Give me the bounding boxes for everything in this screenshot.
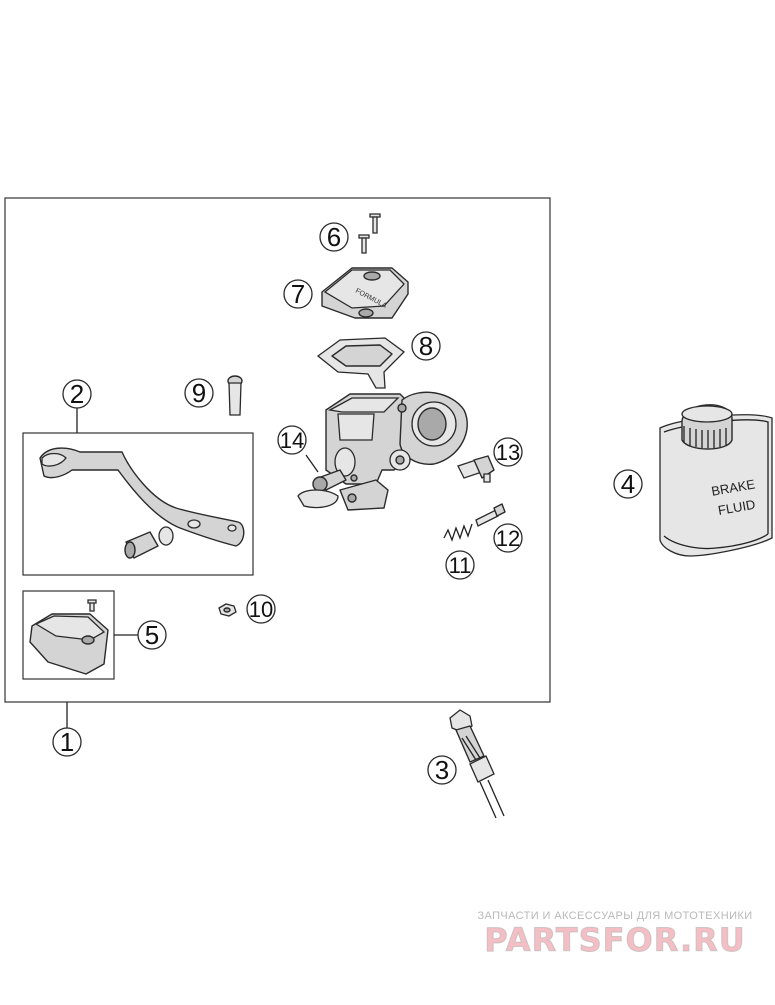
watermark: ЗАПЧАСТИ И АКСЕССУАРЫ ДЛЯ МОТОТЕХНИКИ PA…: [460, 910, 770, 959]
svg-text:8: 8: [419, 331, 433, 361]
callout-3: 3: [427, 755, 457, 785]
svg-text:3: 3: [435, 755, 449, 785]
spring: [443, 523, 473, 542]
callout-1: 1: [52, 727, 82, 757]
svg-text:5: 5: [145, 620, 159, 650]
assembly-frame: [4, 197, 551, 703]
callout-5: 5: [137, 620, 167, 650]
brake-fluid-can: [659, 404, 773, 557]
brake-lever: [39, 447, 245, 547]
svg-text:2: 2: [70, 379, 84, 409]
watermark-brand: PARTSFOR.RU: [484, 921, 746, 959]
callout-13: 13: [493, 437, 523, 467]
callout-2: 2: [62, 379, 92, 409]
svg-text:11: 11: [449, 553, 472, 578]
plunger-assembly: [297, 447, 389, 511]
leader-lines: [66, 408, 319, 728]
svg-text:4: 4: [621, 469, 635, 499]
watermark-tagline: ЗАПЧАСТИ И АКСЕССУАРЫ ДЛЯ МОТОТЕХНИКИ: [477, 910, 753, 922]
svg-text:7: 7: [291, 279, 305, 309]
callout-7: 7: [283, 279, 313, 309]
clamp-cover: [29, 599, 109, 675]
svg-text:13: 13: [496, 440, 520, 465]
callout-12: 12: [493, 523, 523, 553]
lever-subframe: [22, 432, 254, 576]
lever-bushings: [124, 526, 174, 559]
nut: [218, 603, 237, 617]
diaphragm: [316, 337, 405, 389]
screw-pair: [358, 213, 381, 254]
svg-text:10: 10: [249, 597, 273, 622]
callout-14: 14: [277, 425, 307, 455]
callout-8: 8: [411, 331, 441, 361]
callout-10: 10: [246, 594, 276, 624]
svg-text:12: 12: [496, 526, 520, 551]
adjuster-bolt: [457, 455, 495, 483]
svg-text:14: 14: [280, 428, 304, 453]
callout-11: 11: [445, 550, 475, 580]
pivot-pin: [227, 375, 243, 416]
svg-text:1: 1: [60, 727, 74, 757]
svg-text:9: 9: [192, 378, 206, 408]
brake-hose: [449, 709, 505, 819]
callout-4: 4: [613, 469, 643, 499]
svg-text:6: 6: [327, 222, 341, 252]
callout-9: 9: [184, 378, 214, 408]
set-screw: [475, 503, 506, 527]
reservoir-cover: FORMULA: [321, 267, 409, 319]
callout-6: 6: [319, 222, 349, 252]
